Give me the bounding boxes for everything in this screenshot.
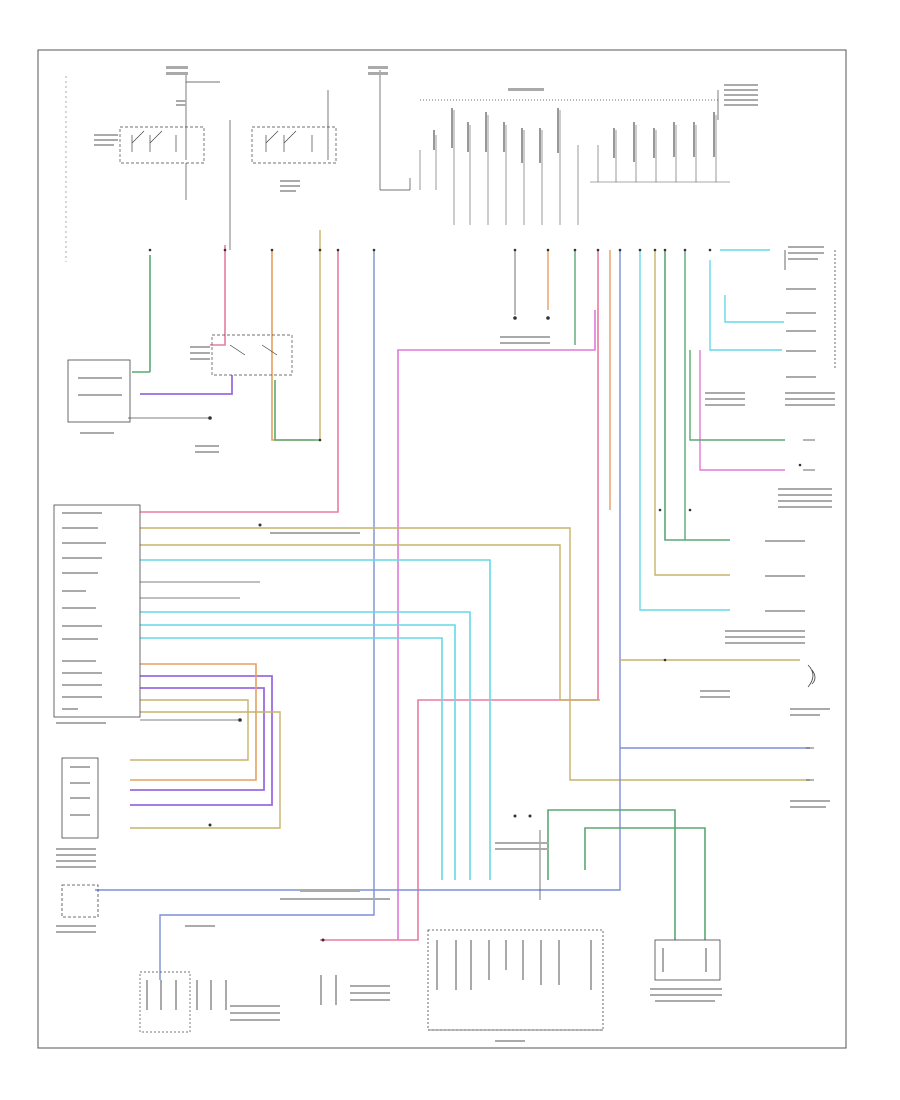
- wire-blue-2: [95, 250, 810, 891]
- wire-pink-3: [320, 250, 599, 941]
- wire-tan-2: [140, 527, 810, 781]
- diagram-border: [37, 49, 847, 1049]
- transmission-range-sensor-box: [67, 359, 131, 434]
- wire-magenta-1: [397, 310, 596, 940]
- wire-green-2: [274, 380, 320, 441]
- wire-right-side: [620, 249, 800, 661]
- unreadable-labels: [94, 66, 758, 192]
- wire-tan-3: [130, 699, 281, 829]
- switch-right: [229, 90, 337, 250]
- steering-wheel-switch-box: [56, 757, 99, 933]
- airbag-control-module-box: [53, 504, 141, 724]
- connector-pins: [419, 110, 730, 225]
- terminal-dots: [148, 248, 802, 942]
- wire-purple-1: [130, 375, 273, 806]
- wire-right-stubs: [514, 250, 611, 510]
- wire-pink-1: [210, 245, 226, 346]
- wire-cyan-1: [140, 559, 491, 880]
- wire-orange-1: [271, 250, 315, 441]
- center-relay: [190, 334, 293, 453]
- wire-pink-2: [140, 250, 339, 513]
- wire-black: [128, 417, 541, 900]
- bottom-right-component: [650, 939, 722, 1002]
- wire-blue-1: [159, 250, 375, 980]
- switch-left: [119, 75, 220, 200]
- bottom-left-connectors: [139, 890, 390, 1033]
- wire-green-3: [547, 250, 730, 940]
- right-side-labels: [270, 246, 835, 850]
- wire-green-1: [132, 255, 151, 373]
- pin-text-blocks: [433, 108, 715, 163]
- instrument-cluster-connector: [427, 929, 604, 1042]
- right-terminals: [784, 250, 836, 781]
- wire-orange-2: [130, 663, 257, 781]
- top-connector-block: [379, 70, 720, 191]
